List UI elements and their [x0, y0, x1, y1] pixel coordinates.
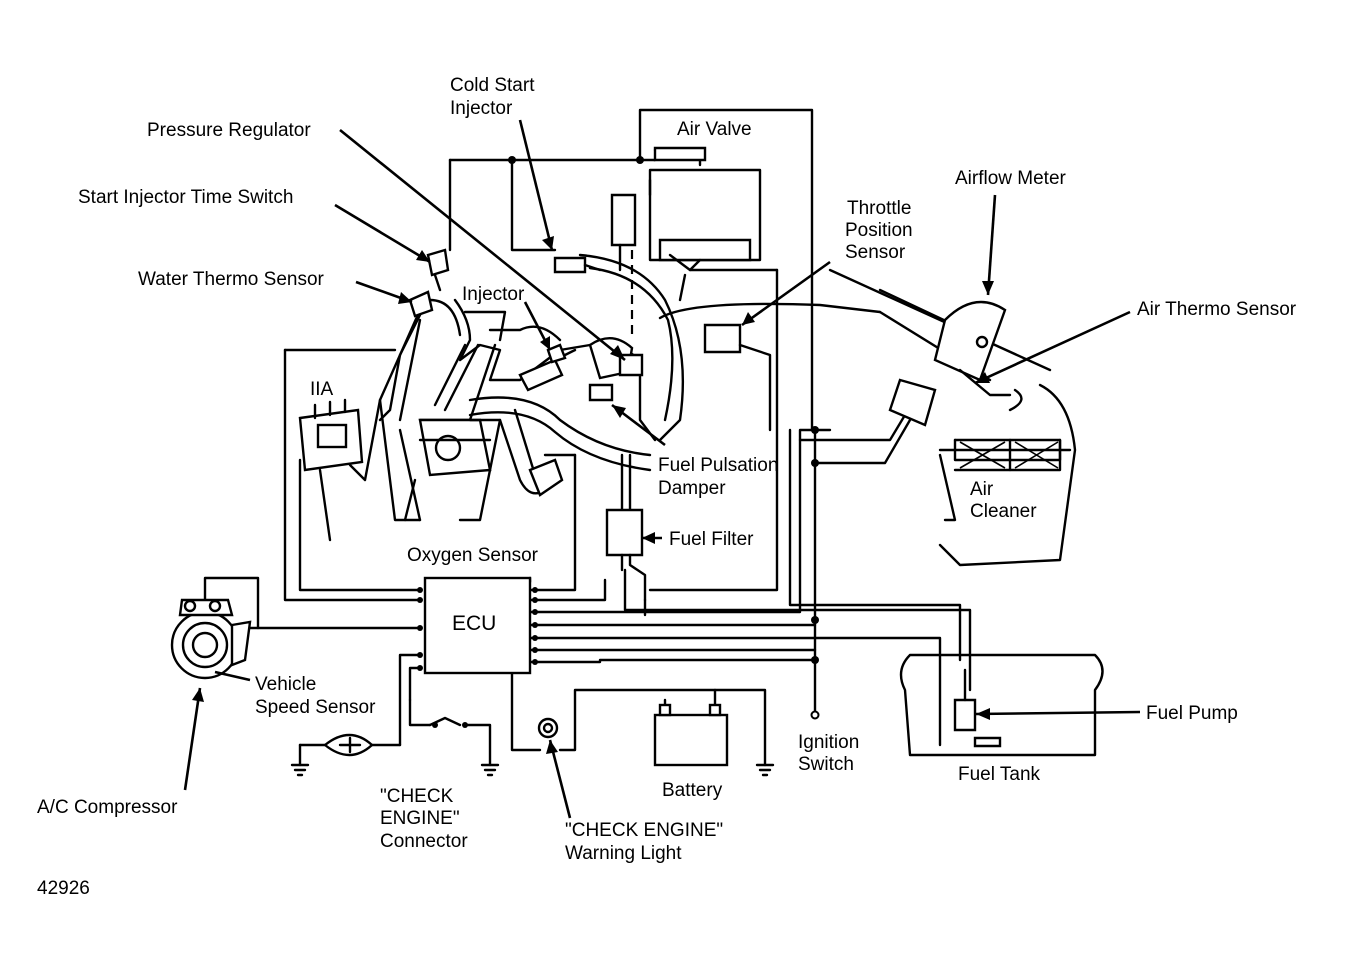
label-check-engine-connector-line2: ENGINE": [380, 808, 460, 829]
label-pressure-regulator: Pressure Regulator: [147, 120, 311, 141]
intake-duct: [658, 268, 1077, 567]
label-ac-compressor: A/C Compressor: [37, 797, 178, 818]
label-fuel-tank: Fuel Tank: [958, 764, 1041, 785]
label-check-engine-light-line2: Warning Light: [565, 843, 682, 864]
label-cold-start-injector-line1: Cold Start: [450, 75, 535, 96]
label-air-thermo-sensor: Air Thermo Sensor: [1137, 299, 1297, 320]
ecu-box: [417, 576, 538, 675]
label-air-cleaner-line1: Air: [970, 479, 994, 500]
label-check-engine-light-line1: "CHECK ENGINE": [565, 820, 723, 841]
label-ignition-switch-line1: Ignition: [798, 732, 859, 753]
label-water-thermo-sensor: Water Thermo Sensor: [138, 269, 325, 290]
injector-assembly: [518, 193, 644, 402]
label-air-cleaner-line2: Cleaner: [970, 501, 1037, 522]
label-fuel-pulsation-damper-line1: Fuel Pulsation: [658, 455, 778, 476]
air-valve-assembly: [648, 146, 762, 302]
label-ecu: ECU: [452, 612, 496, 635]
label-injector: Injector: [462, 284, 525, 305]
engine-sensors: [378, 248, 450, 422]
label-fuel-pump: Fuel Pump: [1146, 703, 1238, 724]
label-throttle-position-sensor-line2: Position: [845, 220, 913, 241]
check-engine-connector-unit: [428, 716, 468, 728]
label-fuel-filter: Fuel Filter: [669, 529, 754, 550]
label-cold-start-injector-line2: Injector: [450, 98, 513, 119]
fuel-filter: [605, 453, 647, 602]
engine-assembly: [378, 253, 685, 522]
component-labels: Cold Start Injector Air Valve Pressure R…: [37, 75, 1297, 899]
label-throttle-position-sensor-line3: Sensor: [845, 242, 906, 263]
label-iia: IIA: [310, 379, 334, 400]
iia-unit: [298, 398, 382, 542]
label-oxygen-sensor: Oxygen Sensor: [407, 545, 539, 566]
wiring-harness: [203, 108, 972, 767]
label-vehicle-speed-sensor-line2: Speed Sensor: [255, 697, 376, 718]
label-ignition-switch-line2: Switch: [798, 754, 854, 775]
ground-symbols: [290, 763, 775, 777]
label-air-valve: Air Valve: [677, 119, 752, 140]
vehicle-speed-sensor-unit: [323, 733, 374, 757]
label-check-engine-connector-line1: "CHECK: [380, 786, 454, 807]
figure-number: 42926: [37, 878, 90, 899]
label-fuel-pulsation-damper-line2: Damper: [658, 478, 726, 499]
label-vehicle-speed-sensor-line1: Vehicle: [255, 674, 316, 695]
check-engine-light-unit: [537, 717, 559, 739]
leader-arrows: [183, 119, 1141, 819]
battery-unit: [653, 703, 729, 767]
label-check-engine-connector-line3: Connector: [380, 831, 468, 852]
label-throttle-position-sensor-line1: Throttle: [847, 198, 911, 219]
ac-compressor-unit: [170, 598, 252, 680]
label-airflow-meter: Airflow Meter: [955, 168, 1067, 189]
fuel-tank: [899, 653, 1104, 757]
label-start-injector-time-switch: Start Injector Time Switch: [78, 187, 293, 208]
label-battery: Battery: [662, 780, 723, 801]
